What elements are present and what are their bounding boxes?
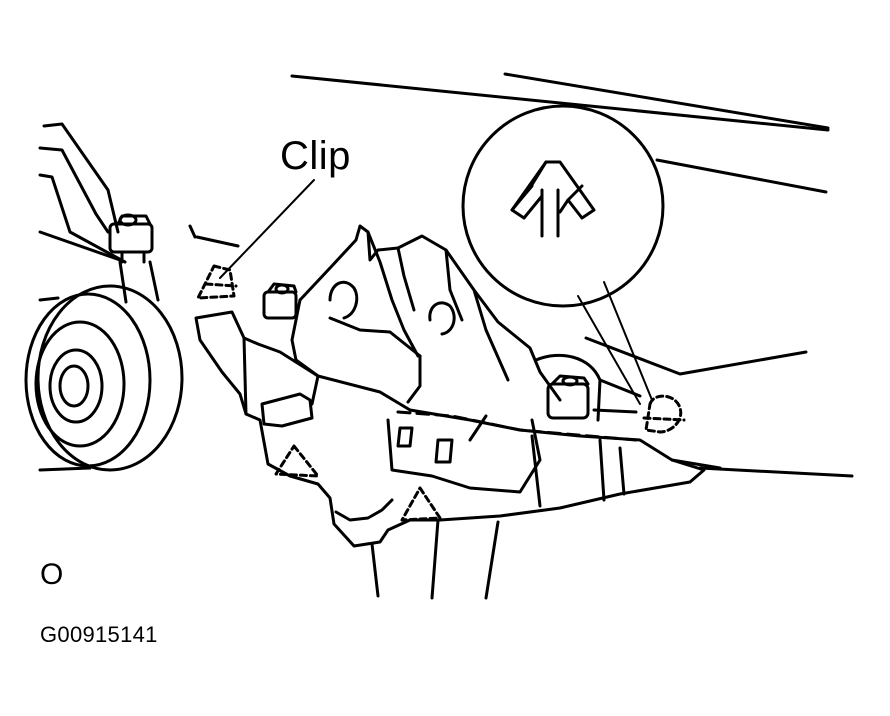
clip-label: Clip (280, 134, 351, 178)
hidden-edge-dashed (396, 410, 638, 442)
hidden-clip-marker-left (274, 444, 320, 478)
hidden-clip-marker-top (196, 264, 238, 300)
left-engine-structure (38, 122, 160, 304)
clip-detail-callout (461, 104, 665, 308)
view-marker: O (40, 558, 64, 591)
pulley (24, 284, 184, 472)
hidden-clip-marker-right (642, 394, 686, 434)
bolt-top-left (108, 213, 154, 264)
detail-leader-lines (577, 281, 653, 405)
hidden-clip-marker-center (400, 486, 442, 522)
clip-leader-line (219, 179, 315, 279)
bolt-right (534, 353, 602, 422)
engine-mount-bracket (290, 224, 562, 494)
under-cover-shield (194, 310, 854, 548)
figure-code: G00915141 (40, 622, 158, 647)
bolt-middle (262, 282, 298, 320)
support-legs (370, 518, 500, 600)
clip-fastener-icon (510, 160, 596, 238)
body-panel-lines (188, 72, 830, 248)
